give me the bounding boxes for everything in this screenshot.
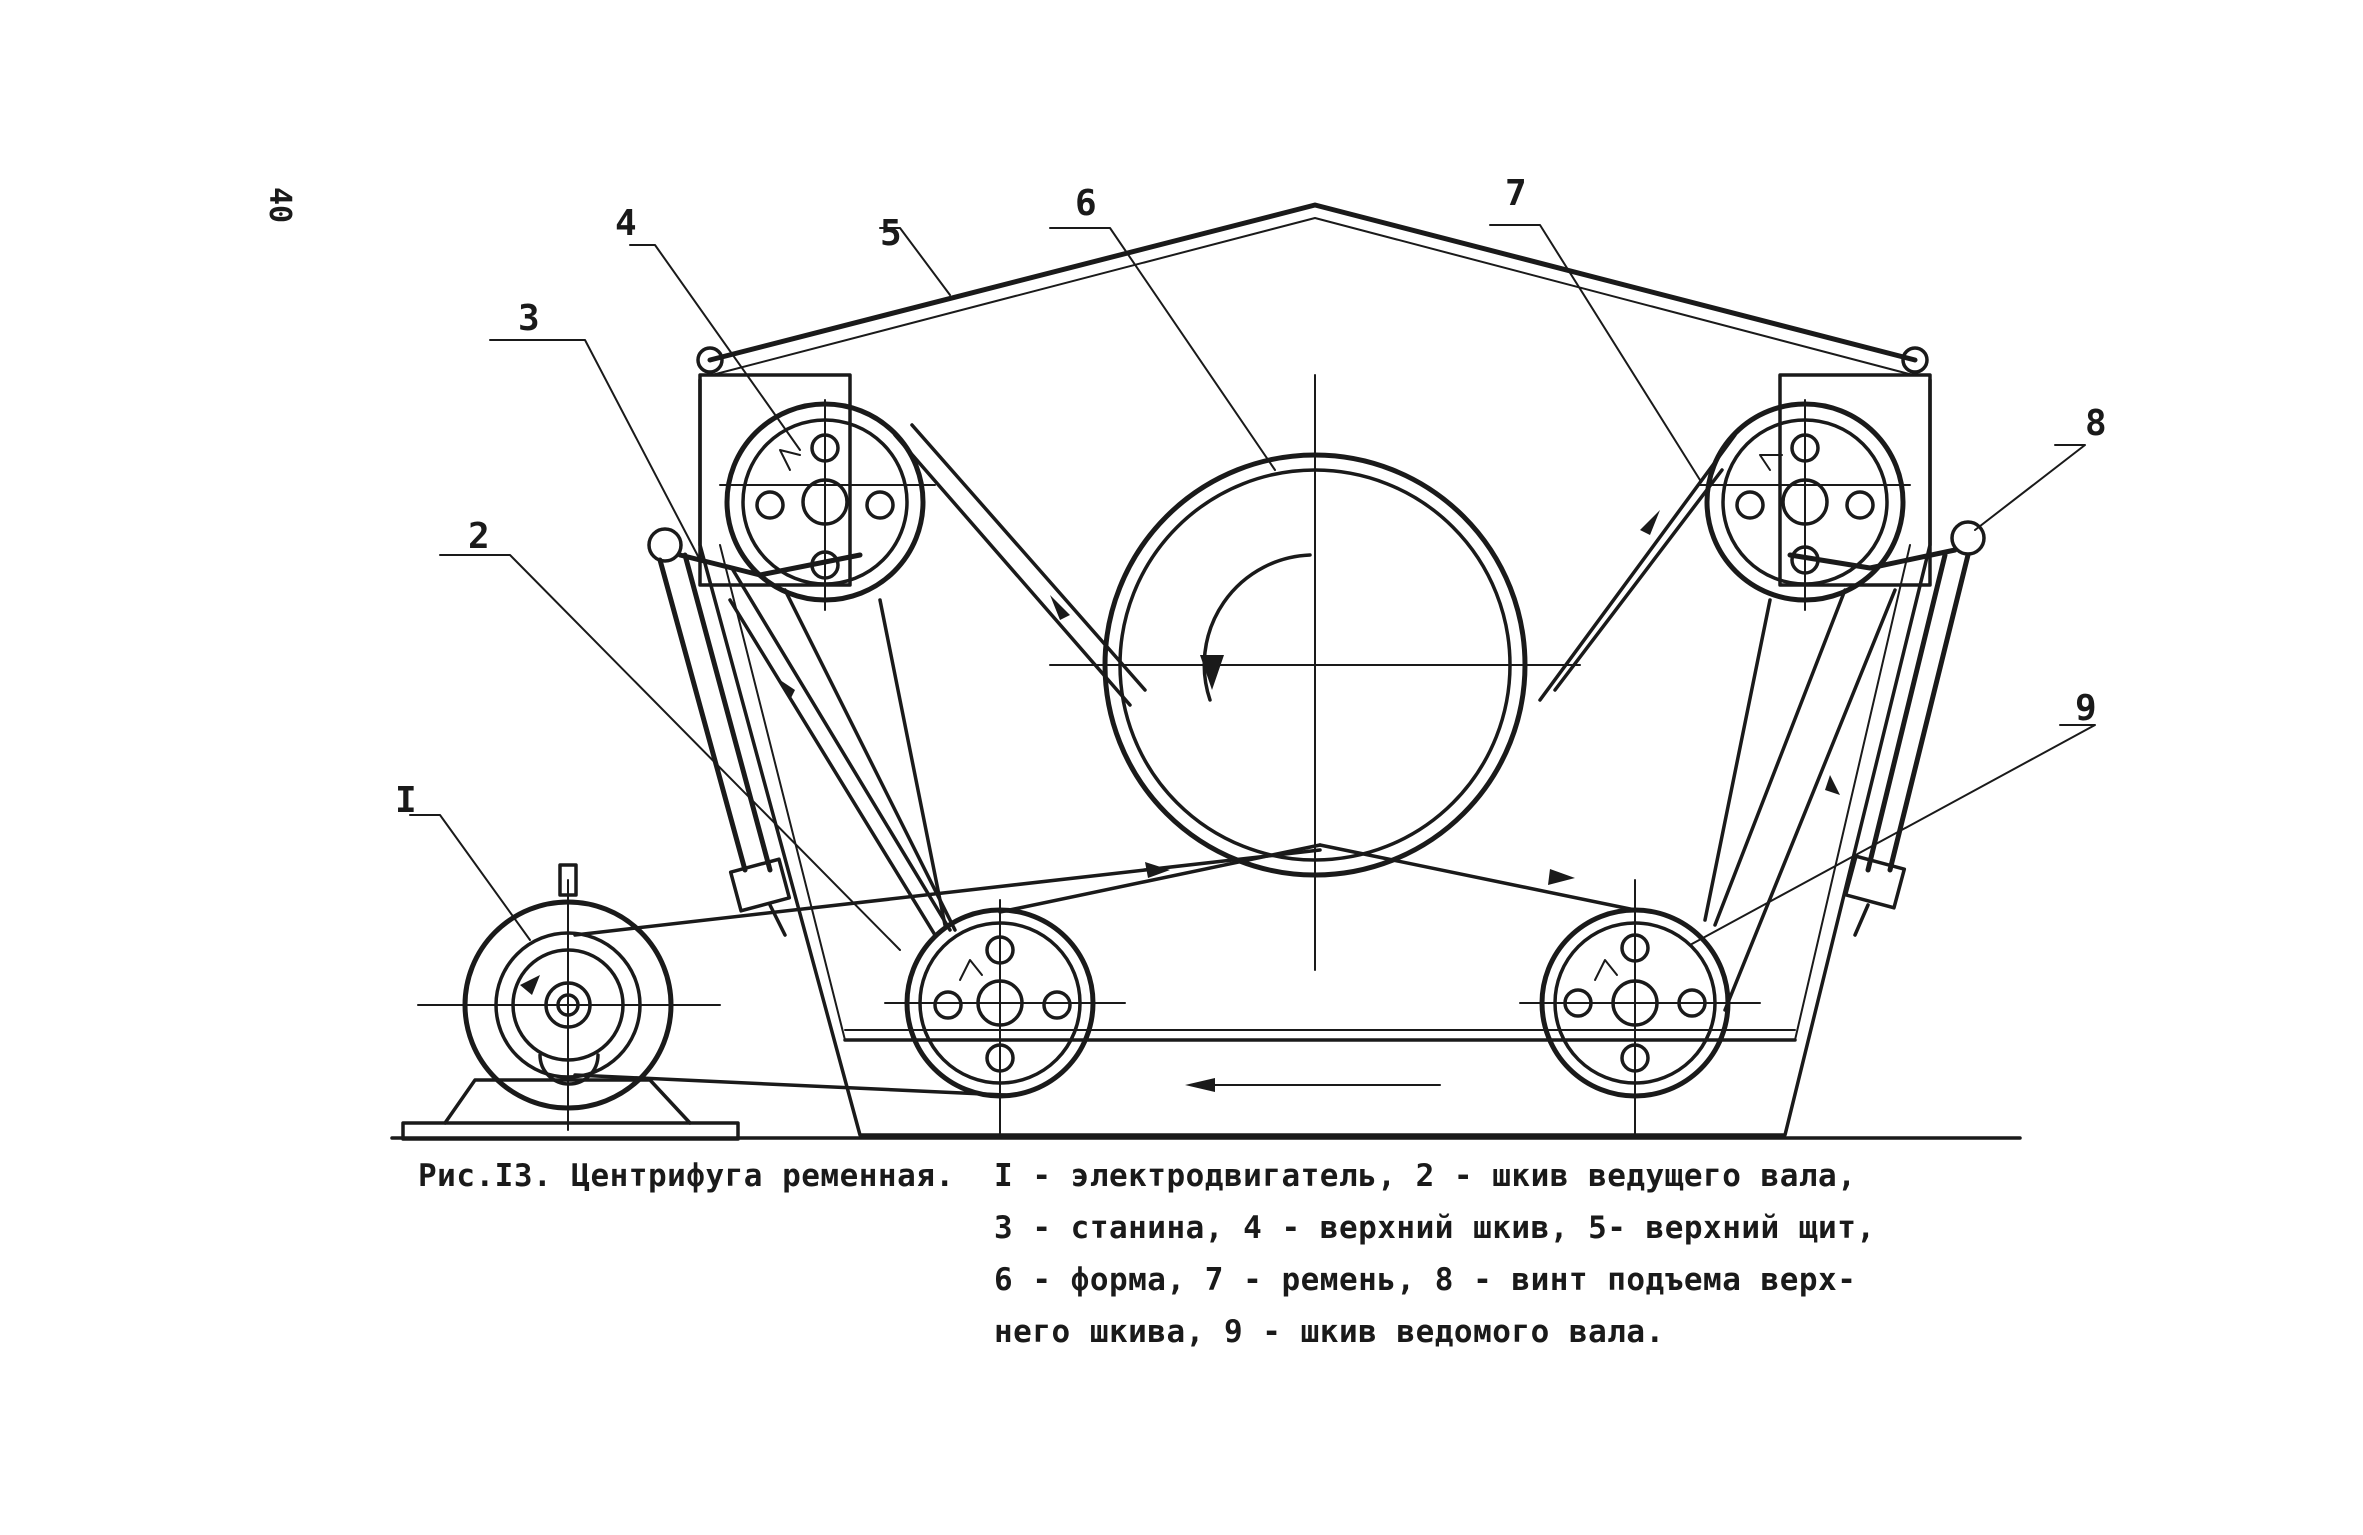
label-upper-shield: 5	[880, 213, 902, 254]
upper-shield	[696, 202, 1929, 376]
electric-motor	[401, 863, 740, 1141]
label-drive-pulley: 2	[468, 516, 490, 557]
leader-lines	[409, 224, 2096, 951]
caption-line-1: I - электродвигатель, 2 - шкив ведущего …	[994, 1158, 1857, 1194]
label-belt: 7	[1505, 173, 1527, 214]
label-frame: 3	[518, 298, 540, 339]
page-number: 40	[262, 187, 297, 223]
label-form: 6	[1075, 183, 1097, 224]
upper-pulley-right	[1699, 399, 1911, 611]
drive-pulley	[884, 899, 1126, 1136]
form-drum	[1049, 374, 1581, 971]
belt	[573, 423, 1897, 1097]
caption-line-4: него шкива, 9 - шкив ведомого вала.	[994, 1314, 1665, 1350]
caption-line-2: 3 - станина, 4 - верхний шкив, 5- верхни…	[994, 1210, 1876, 1246]
label-upper-pulley: 4	[615, 203, 637, 244]
caption-line-3: 6 - форма, 7 - ремень, 8 - винт подъема …	[994, 1262, 1857, 1298]
lift-screw-left	[647, 527, 863, 937]
page-number-text: 40	[262, 187, 297, 223]
label-driven-pulley: 9	[2075, 688, 2097, 729]
label-motor: I	[395, 780, 417, 821]
caption-title: Рис.I3. Центрифуга ременная.	[418, 1158, 955, 1194]
upper-pulley-left	[719, 399, 936, 611]
label-lift-screw: 8	[2085, 403, 2107, 444]
driven-pulley	[1519, 879, 1761, 1136]
part-labels: I 2 3 4 5 6 7 8 9	[395, 173, 2107, 821]
